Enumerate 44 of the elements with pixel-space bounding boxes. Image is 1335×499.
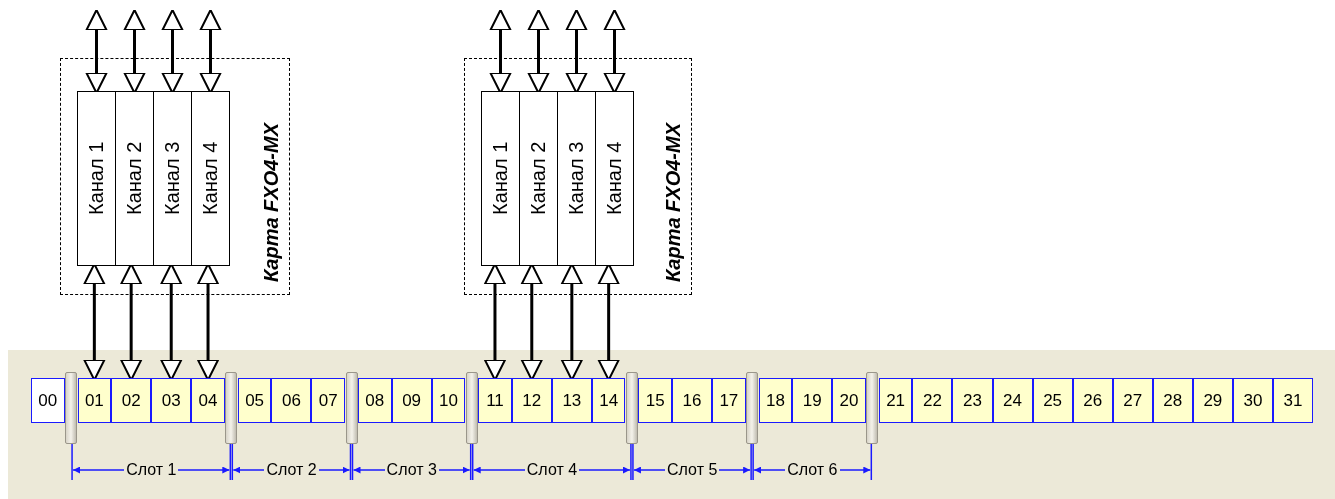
timeslot-cell: 15: [638, 378, 672, 423]
timeslot-cell: 26: [1072, 378, 1113, 423]
timeslot-cell: 14: [591, 378, 626, 423]
timeslot-cell: 19: [792, 378, 833, 423]
channel-box: Канал 3: [557, 91, 596, 266]
timeslot-cell: 24: [992, 378, 1033, 423]
timeslot-cell: 07: [311, 378, 345, 423]
timeslot-cell: 20: [832, 378, 866, 423]
timeslot-cell: 22: [912, 378, 953, 423]
timeslot-cell: 01: [77, 378, 112, 423]
timeslot-cell: 30: [1232, 378, 1273, 423]
timeslot-cell: 17: [712, 378, 746, 423]
card-frame: [60, 58, 290, 295]
timeslot-cell: 13: [551, 378, 592, 423]
channel-box: Канал 3: [153, 91, 192, 266]
card-title: Карта FXO4-MX: [662, 123, 685, 282]
timeslot-cell: 04: [191, 378, 225, 423]
timeslot-cell: 21: [878, 378, 913, 423]
channel-box: Канал 2: [519, 91, 558, 266]
channel-box: Канал 1: [481, 91, 520, 266]
card-title: Карта FXO4-MX: [260, 123, 283, 282]
timeslot-cell: 11: [478, 378, 512, 423]
timeslot-cell: 08: [358, 378, 392, 423]
timeslot-cell: 10: [431, 378, 466, 423]
timeslot-cell: 03: [151, 378, 192, 423]
timeslot-cell: 09: [391, 378, 432, 423]
channel-box: Канал 4: [191, 91, 230, 266]
channel-box: Канал 1: [77, 91, 116, 266]
timeslot-cell: 31: [1272, 378, 1313, 423]
timeslot-cell: 06: [271, 378, 312, 423]
channel-box: Канал 4: [595, 91, 634, 266]
timeslot-cell: 16: [672, 378, 713, 423]
timeslot-cell: 23: [952, 378, 993, 423]
timeslot-cell: 28: [1152, 378, 1193, 423]
channel-box: Канал 2: [115, 91, 154, 266]
timeslot-cell: 29: [1192, 378, 1233, 423]
timeslot-cell: 02: [111, 378, 152, 423]
timeslot-cell: 25: [1032, 378, 1073, 423]
card-frame: [464, 58, 692, 295]
timeslot-cell: 27: [1112, 378, 1153, 423]
timeslot-cell: 00: [31, 378, 65, 423]
timeslot-cell: 18: [758, 378, 793, 423]
timeslot-cell: 05: [237, 378, 272, 423]
timeslot-cell: 12: [511, 378, 552, 423]
